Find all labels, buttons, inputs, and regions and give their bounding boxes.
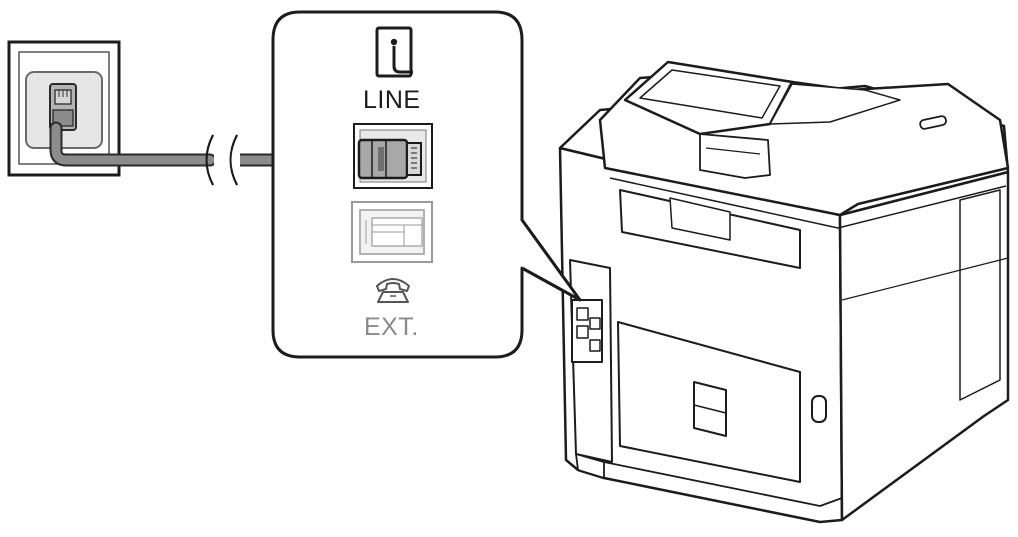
- printer-right-face: [838, 170, 1010, 522]
- ext-port: [351, 201, 433, 263]
- printer: [558, 60, 1010, 524]
- ext-port-label: EXT.: [364, 313, 419, 341]
- printer-side-handle: [811, 395, 827, 423]
- wall-socket: [7, 40, 121, 177]
- line-port: [353, 123, 433, 189]
- wall-jack-icon: [375, 26, 413, 78]
- telephone-icon: [376, 278, 410, 303]
- printer-port-block: [571, 299, 603, 363]
- line-plug: [357, 138, 422, 180]
- line-port-label: LINE: [363, 86, 421, 114]
